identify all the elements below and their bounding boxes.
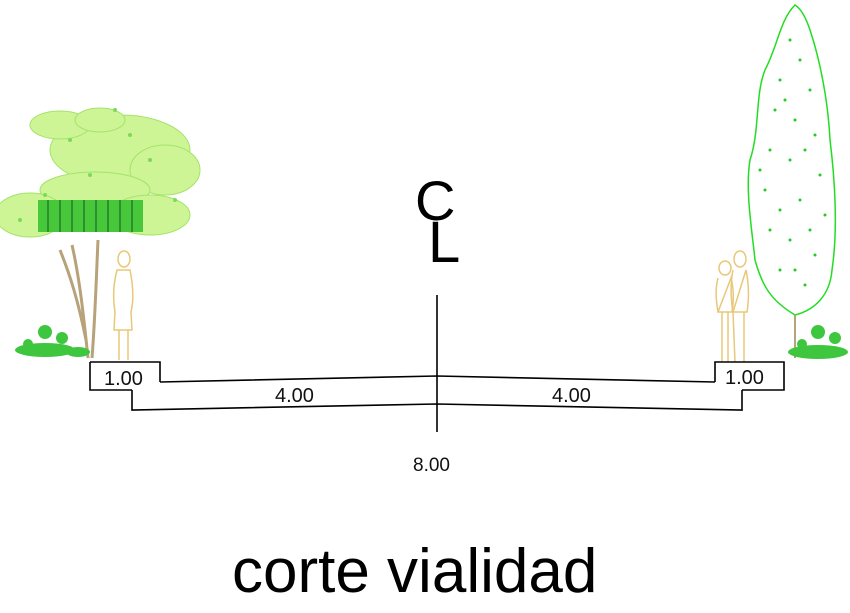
left-lane-dimension: 4.00 xyxy=(275,385,314,407)
right-lane-dimension: 4.00 xyxy=(552,385,591,407)
left-shrub xyxy=(15,325,90,357)
left-sidewalk-dimension: 1.00 xyxy=(104,368,143,390)
left-tree xyxy=(0,107,201,359)
right-people-figures xyxy=(715,250,750,363)
right-shrub xyxy=(788,325,848,359)
road-cross-section xyxy=(89,295,785,432)
right-cypress-tree xyxy=(747,4,837,358)
right-sidewalk-dimension: 1.00 xyxy=(725,367,764,389)
left-person-figure xyxy=(112,250,134,360)
centerline-c-glyph: C xyxy=(415,169,455,232)
centerline-symbol: C L xyxy=(415,169,460,275)
drawing-title: corte vialidad xyxy=(232,537,597,606)
centerline-l-glyph: L xyxy=(428,210,460,275)
total-width-dimension: 8.00 xyxy=(413,455,450,476)
